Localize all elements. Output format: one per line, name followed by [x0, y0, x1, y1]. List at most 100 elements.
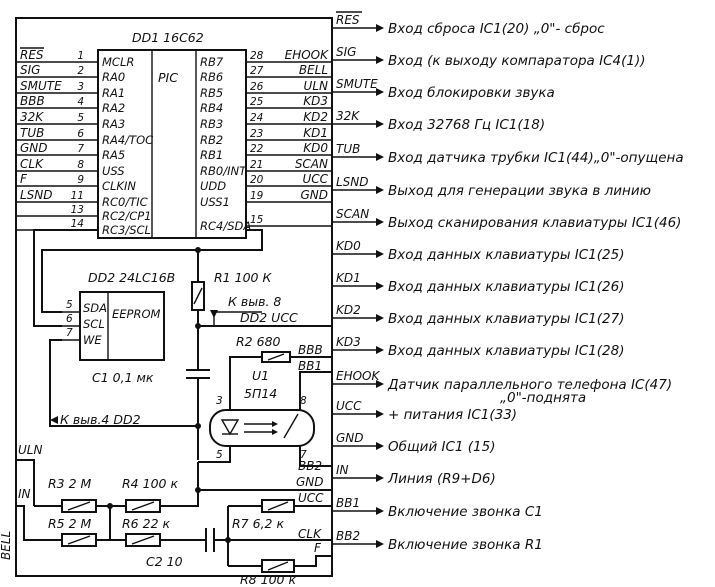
r2-label: R2 680	[236, 334, 281, 349]
dd1-pin-name-ra4-toc: RA4/TOC	[102, 133, 153, 147]
dd1-left-net-f: F	[20, 172, 28, 186]
signal-arrow-kd1	[376, 282, 384, 290]
dd1-pin-name-rb3: RB3	[200, 117, 223, 131]
row1-wire-right	[160, 489, 332, 507]
dd1-right-net-scan: SCAN	[295, 157, 328, 171]
dd1-right-net-uln: ULN	[304, 79, 328, 93]
dd1-chip-body	[97, 49, 247, 239]
dd1-pin-name-rc2-cp1: RC2/CP1	[102, 209, 152, 223]
signal-name-smute: SMUTE	[336, 77, 378, 91]
u1-title: U1	[252, 368, 269, 383]
dd1-left-net-lsnd: LSND	[20, 188, 53, 202]
signal-desc-kd2: Вход данных клавиатуры IC1(27)	[388, 311, 624, 327]
signal-name-in: IN	[336, 463, 349, 477]
dd1-right-net-kd3: KD3	[303, 94, 328, 108]
dd1-pin-num-3: 3	[77, 81, 84, 93]
we-wire	[49, 339, 198, 427]
signal-desc-sig: Вход (к выходу компаратора IC4(1))	[388, 53, 646, 69]
dd1-pin-num-26: 26	[250, 81, 264, 93]
r5-slash	[67, 535, 91, 545]
dd1-left-net-clk: CLK	[20, 157, 44, 171]
dd2-pin-num-6: 6	[66, 313, 73, 325]
dd1-left-net-smute: SMUTE	[20, 79, 62, 93]
dd1-right-net-ucc: UCC	[302, 172, 328, 186]
u1-pin-5: 5	[216, 449, 223, 461]
signal-desc2-ehook: „0"-поднята	[500, 390, 586, 406]
edge-pin-ucc: UCC	[298, 491, 324, 505]
r8-slash	[267, 561, 289, 571]
u1-switch	[283, 413, 299, 439]
dd1-right-net-kd1: KD1	[303, 126, 328, 140]
signal-arrow-lsnd	[376, 186, 384, 194]
sda-wire	[41, 229, 263, 313]
signal-name-tub: TUB	[336, 142, 360, 156]
u1-body	[209, 409, 315, 447]
dd1-pin-num-22: 22	[250, 143, 264, 155]
dd1-pin-name-rb7: RB7	[200, 55, 224, 69]
dd1-pin-num-1: 1	[77, 50, 84, 62]
dd1-right-net-bell: BELL	[299, 63, 328, 77]
signal-desc-tub: Вход датчика трубки IC1(44)„0"-опущена	[388, 150, 684, 166]
dd1-pin-name-ra0: RA0	[102, 70, 125, 84]
dd1-pin-num-27: 27	[250, 65, 264, 77]
r7-label: R7 6,2 к	[232, 516, 284, 531]
signal-desc-bb1: Включение звонка C1	[388, 504, 543, 520]
dd1-title: DD1 16C62	[132, 30, 204, 45]
dd1-pin-num-23: 23	[250, 128, 263, 140]
edge-pin-gnd: GND	[296, 475, 324, 489]
signal-name-kd3: KD3	[336, 335, 361, 349]
dd2-pin-name-sda: SDA	[83, 301, 107, 315]
r7-slash	[267, 501, 289, 511]
dd1-pin-num-13: 13	[71, 204, 84, 216]
signal-desc-ucc: + питания IC1(33)	[388, 407, 517, 423]
dd1-pin-name-rc4-sda: RC4/SDA	[200, 219, 251, 233]
note-k-pin8: К выв. 8	[228, 294, 281, 309]
dd1-pin-num-8: 8	[77, 159, 84, 171]
dd1-right-net-gnd: GND	[300, 188, 328, 202]
dd2-pin-name-scl: SCL	[83, 317, 105, 331]
u1-pin5-wire	[198, 446, 231, 463]
dd1-left-net-sig: SIG	[20, 63, 40, 77]
signal-arrow-gnd	[376, 442, 384, 450]
signal-arrow-kd3	[376, 346, 384, 354]
net-in: IN	[18, 487, 31, 501]
note-k-pin4-dd2: К выв.4 DD2	[60, 412, 141, 427]
dd1-left-net-bbb: BBB	[20, 94, 45, 108]
dd1-pin-num-6: 6	[77, 128, 84, 140]
u1-pin8-wire	[299, 371, 332, 410]
dd2-pin-name-we: WE	[83, 333, 102, 347]
dd1-pin-name-rb6: RB6	[200, 70, 223, 84]
edge-pin-bb1: BB1	[298, 359, 322, 373]
u1-arrowhead-1	[272, 421, 278, 427]
dd1-pin-name-ra1: RA1	[102, 86, 125, 100]
signal-arrow-tub	[376, 153, 384, 161]
u1-pin-7: 7	[300, 449, 307, 461]
dd1-left-net-gnd: GND	[20, 141, 48, 155]
k-pin4-arrow	[50, 416, 58, 424]
signal-desc-smute: Вход блокировки звука	[388, 85, 555, 101]
dd1-right-net-kd0: KD0	[303, 141, 328, 155]
signal-desc-lsnd: Выход для генерации звука в линию	[388, 183, 651, 199]
net-uln: ULN	[18, 443, 42, 457]
signal-desc-scan: Выход сканирования клавиатуры IC1(46)	[388, 215, 681, 231]
signal-desc-32k: Вход 32768 Гц IC1(18)	[388, 117, 545, 133]
dd1-pin-num-2: 2	[77, 65, 84, 77]
signal-name-kd2: KD2	[336, 303, 361, 317]
signal-name-bb1: BB1	[336, 496, 360, 510]
signal-arrow-kd2	[376, 314, 384, 322]
signal-arrow-scan	[376, 218, 384, 226]
u1-arrowhead-2	[272, 429, 278, 435]
r4-label: R4 100 к	[122, 476, 178, 491]
uln-wire	[16, 459, 35, 506]
signal-desc-gnd: Общий IC1 (15)	[388, 439, 496, 455]
signal-arrow-in	[376, 474, 384, 482]
dd1-pin-num-9: 9	[77, 174, 84, 186]
edge-pin-f: F	[314, 541, 322, 555]
signal-desc-ehook: Датчик параллельного телефона IC(47)	[387, 377, 672, 393]
dd1-right-pins: EHOOK28RB7BELL27RB6ULN26RB5KD325RB4KD224…	[200, 48, 332, 233]
dd1-pin-num-20: 20	[250, 174, 264, 186]
dd2-title: DD2 24LC16B	[88, 270, 175, 285]
signal-arrow-ucc	[376, 410, 384, 418]
r5-label: R5 2 М	[48, 516, 92, 531]
